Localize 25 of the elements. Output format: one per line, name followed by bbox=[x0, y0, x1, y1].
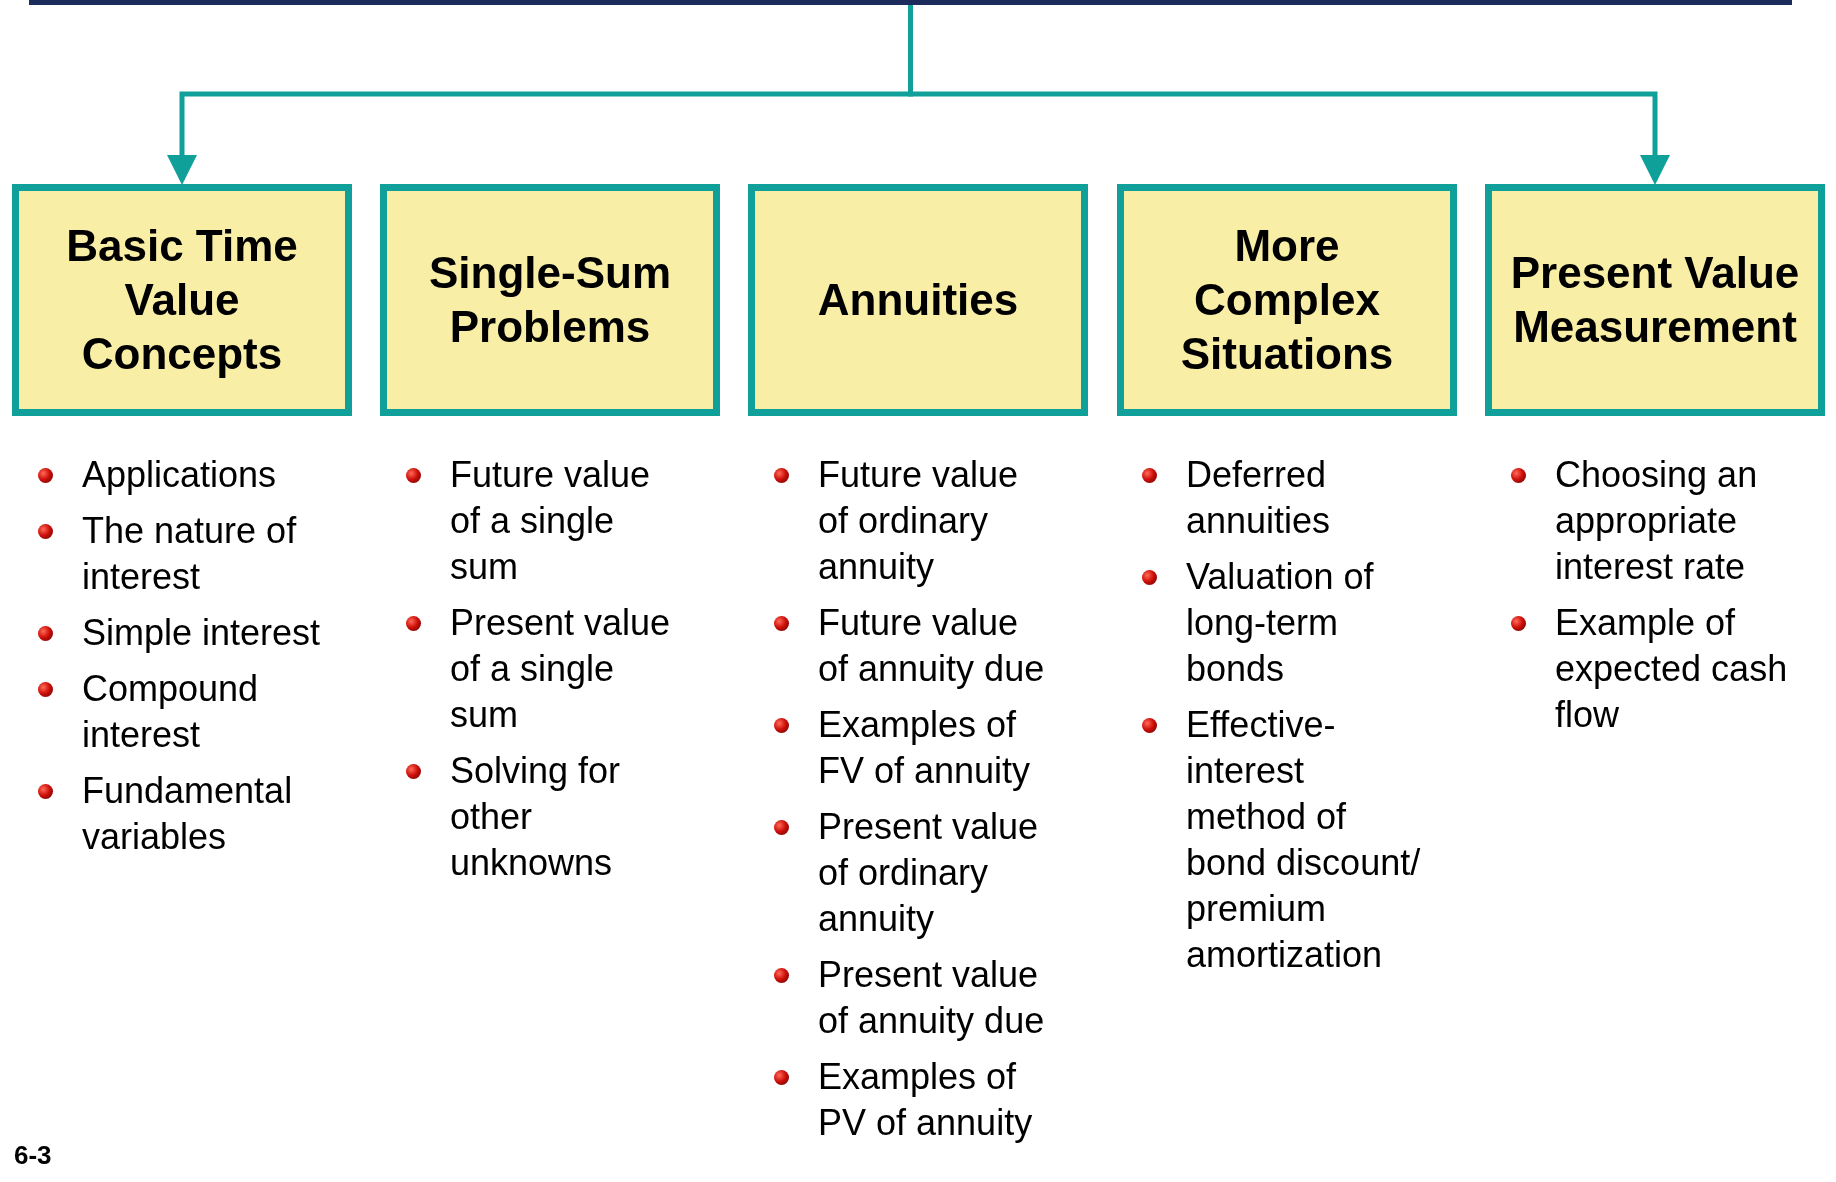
category-box: Basic Time Value Concepts bbox=[12, 184, 352, 416]
bullet-text: Examples of FV of annuity bbox=[818, 703, 1032, 793]
bullet-text: Valuation of long-term bonds bbox=[1186, 555, 1375, 691]
category-box: Single-Sum Problems bbox=[380, 184, 720, 416]
category-box: More Complex Situations bbox=[1117, 184, 1457, 416]
bullet-text: Compound interest bbox=[82, 667, 260, 757]
bullet-text: Effective-interest method of bond discount/ premium amortization bbox=[1186, 703, 1422, 977]
bullet-text: Present value of annuity due bbox=[818, 953, 1046, 1043]
bullet-text: Present value of a single sum bbox=[450, 601, 672, 737]
bullet-text: Simple interest bbox=[82, 611, 322, 655]
bullet-text: Fundamental variables bbox=[82, 769, 294, 859]
bullet-text: Future value of annuity due bbox=[818, 601, 1046, 691]
bullet-text: Applications bbox=[82, 453, 278, 497]
category-box: Present Value Measurement bbox=[1485, 184, 1825, 416]
bullet-text: Deferred annuities bbox=[1186, 453, 1332, 543]
bullet-text: Future value of a single sum bbox=[450, 453, 652, 589]
bullet-text: Example of expected cash flow bbox=[1555, 601, 1789, 737]
slide-number: 6-3 bbox=[14, 1140, 52, 1171]
bullet-text: The nature of interest bbox=[82, 509, 298, 599]
bullet-text: Solving for other unknowns bbox=[450, 749, 622, 885]
bullet-text: Examples of PV of annuity bbox=[818, 1055, 1034, 1145]
bullet-text: Choosing an appropriate interest rate bbox=[1555, 453, 1759, 589]
category-box: Annuities bbox=[748, 184, 1088, 416]
bullet-text: Future value of ordinary annuity bbox=[818, 453, 1020, 589]
bullet-text: Present value of ordinary annuity bbox=[818, 805, 1040, 941]
